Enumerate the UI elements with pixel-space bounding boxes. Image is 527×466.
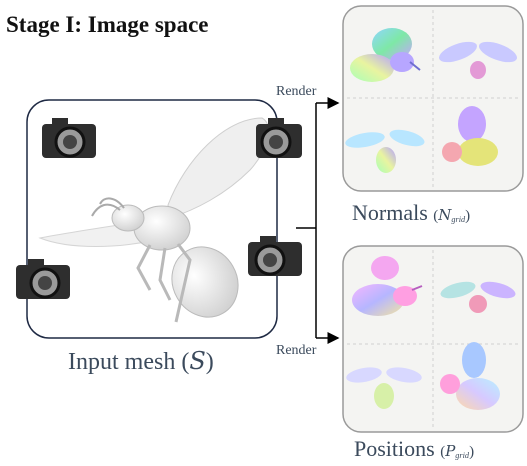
positions-text: Positions bbox=[354, 436, 435, 461]
render-arrows bbox=[296, 97, 340, 344]
camera-icon bbox=[42, 118, 96, 158]
normals-panel bbox=[342, 5, 524, 192]
position-render-bee bbox=[440, 281, 516, 313]
normals-label: Normals (Ngrid) bbox=[352, 200, 471, 225]
normal-render-bee bbox=[345, 129, 425, 173]
positions-symbol: P bbox=[445, 442, 456, 460]
positions-panel bbox=[342, 245, 524, 433]
input-mesh-text: Input mesh bbox=[68, 349, 176, 375]
camera-icon bbox=[248, 236, 302, 276]
normals-subscript: grid bbox=[451, 215, 466, 225]
input-mesh-label: Input mesh (S) bbox=[68, 347, 214, 375]
normal-render-bee bbox=[442, 106, 498, 166]
input-mesh-bee bbox=[38, 117, 270, 323]
normal-render-bee bbox=[350, 28, 421, 82]
position-render-bee bbox=[352, 256, 423, 316]
position-render-bee bbox=[346, 367, 422, 409]
positions-subscript: grid bbox=[455, 451, 470, 461]
render-label-top: Render bbox=[276, 84, 317, 99]
normals-text: Normals bbox=[352, 200, 428, 225]
camera-icon bbox=[16, 259, 70, 299]
position-render-bee bbox=[440, 342, 500, 410]
normal-render-bee bbox=[439, 41, 517, 79]
stage-title: Stage I: Image space bbox=[6, 12, 209, 37]
positions-label: Positions (Pgrid) bbox=[354, 436, 475, 461]
render-label-bottom: Render bbox=[276, 343, 317, 358]
normals-symbol: N bbox=[438, 206, 452, 224]
input-mesh-symbol: S bbox=[189, 347, 206, 375]
camera-icon bbox=[256, 118, 302, 158]
